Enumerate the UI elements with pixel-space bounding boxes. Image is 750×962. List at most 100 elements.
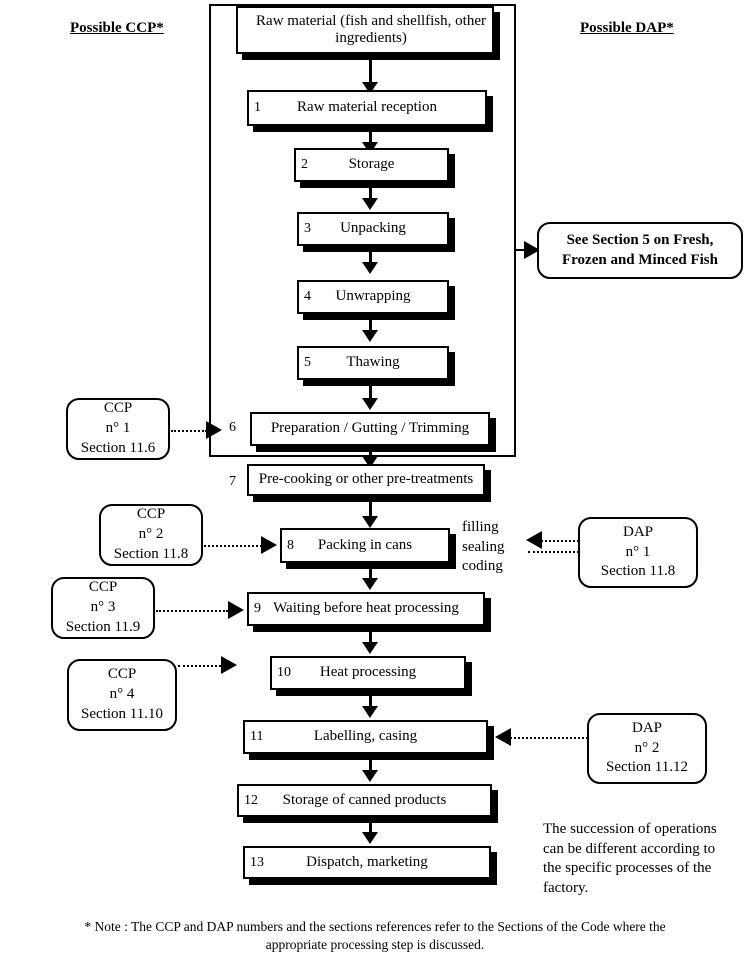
flow-box-step-4-number: 4: [304, 288, 311, 304]
dap-box-2[interactable]: DAP n° 2 Section 11.12: [587, 713, 707, 784]
ccp-box-1[interactable]: CCP n° 1 Section 11.6: [66, 398, 170, 460]
ccp-box-1-section: Section 11.6: [80, 439, 156, 456]
dap-box-2-section: Section 11.12: [606, 759, 688, 776]
flow-box-step-1-label: Raw material reception: [297, 99, 437, 116]
ccp-box-4[interactable]: CCP n° 4 Section 11.10: [67, 659, 177, 731]
arrow-ccp4-to-step10: [221, 656, 237, 674]
flow-box-raw-material-line1: Raw material (fish and shellfish, other: [256, 13, 486, 29]
flow-box-step-2-label: Storage: [348, 156, 395, 173]
connector-2-to-3: [369, 186, 372, 204]
link-container-to-see-section: [516, 249, 530, 251]
dap-box-1[interactable]: DAP n° 1 Section 11.8: [578, 517, 698, 588]
flow-box-step-7[interactable]: Pre-cooking or other pre-treatments: [247, 464, 485, 496]
arrow-dap1-to-packing: [526, 531, 542, 549]
flow-box-step-6-label: Preparation / Gutting / Trimming: [270, 420, 470, 437]
ccp-box-1-title: CCP: [103, 400, 133, 417]
connector-start-to-1: [369, 58, 372, 86]
flow-box-step-4[interactable]: 4 Unwrapping: [297, 280, 449, 314]
dap-box-1-title: DAP: [622, 523, 653, 540]
connector-3-to-4: [369, 250, 372, 268]
connector-4-to-5: [369, 318, 372, 336]
flow-box-step-4-label: Unwrapping: [335, 288, 411, 305]
dap-box-2-title: DAP: [631, 719, 662, 736]
footnote-line1: * Note : The CCP and DAP numbers and the…: [84, 919, 666, 934]
flow-box-step-2[interactable]: 2 Storage: [294, 148, 449, 182]
connector-8-to-9: [369, 567, 372, 585]
succession-note-line3: the specific processes of the: [543, 860, 712, 876]
flow-box-step-8-label: Packing in cans: [317, 536, 413, 553]
link-dap2-to-step11: [510, 737, 588, 739]
flow-box-step-1-number: 1: [254, 99, 261, 115]
arrow-3-to-4: [362, 262, 378, 274]
flow-box-step-6-number: 6: [229, 420, 236, 435]
flow-box-step-5-number: 5: [304, 354, 311, 370]
flow-box-step-7-number: 7: [229, 474, 236, 489]
ccp-box-4-title: CCP: [107, 666, 137, 683]
arrow-ccp1-to-step6: [206, 421, 222, 439]
footnote-line2: appropriate processing step is discussed…: [265, 937, 485, 953]
ccp-box-2-number: n° 2: [138, 526, 164, 543]
connector-1-to-2: [369, 130, 372, 148]
connector-10-to-11: [369, 694, 372, 712]
flow-box-step-12[interactable]: 12 Storage of canned products: [237, 784, 492, 817]
arrow-5-to-6: [362, 398, 378, 410]
succession-note-line4: factory.: [543, 879, 589, 896]
ccp-box-2-section: Section 11.8: [113, 545, 189, 562]
ccp-box-4-number: n° 4: [109, 686, 135, 703]
flow-box-step-3[interactable]: 3 Unpacking: [297, 212, 449, 246]
arrow-10-to-11: [362, 706, 378, 718]
flow-box-raw-material[interactable]: Raw material (fish and shellfish, other …: [236, 6, 494, 54]
arrow-4-to-5: [362, 330, 378, 342]
flow-box-step-11[interactable]: 11 Labelling, casing: [243, 720, 488, 754]
header-possible-ccp: Possible CCP*: [70, 20, 164, 36]
flow-box-step-5[interactable]: 5 Thawing: [297, 346, 449, 380]
flow-box-step-10-number: 10: [277, 664, 291, 680]
packing-annotation-filling: filling: [462, 519, 499, 535]
arrow-7-to-8: [362, 516, 378, 528]
flow-box-step-1[interactable]: 1 Raw material reception: [247, 90, 487, 126]
flow-box-step-11-number: 11: [250, 728, 264, 744]
packing-annotation-coding: coding: [462, 558, 503, 574]
footnote: * Note : The CCP and DAP numbers and the…: [0, 918, 750, 954]
see-section-5-box[interactable]: See Section 5 on Fresh, Frozen and Mince…: [537, 222, 743, 279]
flow-box-step-12-number: 12: [244, 792, 258, 808]
dap-box-1-number: n° 1: [625, 543, 651, 560]
ccp-box-2-title: CCP: [136, 506, 166, 523]
arrow-12-to-13: [362, 832, 378, 844]
flow-box-step-10-label: Heat processing: [319, 664, 417, 681]
flow-box-step-5-label: Thawing: [346, 354, 400, 371]
arrow-9-to-10: [362, 642, 378, 654]
arrow-dap2-to-step11: [495, 728, 511, 746]
flow-box-step-9-number: 9: [254, 600, 261, 616]
arrow-8-to-9: [362, 578, 378, 590]
connector-7-to-8: [369, 500, 372, 522]
ccp-box-1-number: n° 1: [105, 420, 131, 437]
connector-5-to-6: [369, 384, 372, 404]
dap-box-2-number: n° 2: [634, 739, 660, 756]
ccp-box-2[interactable]: CCP n° 2 Section 11.8: [99, 504, 203, 566]
flow-box-step-8-number: 8: [287, 537, 294, 553]
flow-box-step-6[interactable]: Preparation / Gutting / Trimming: [250, 412, 490, 446]
ccp-box-4-section: Section 11.10: [81, 705, 163, 722]
link-ccp2-to-step8: [204, 545, 262, 547]
link-dap1-to-packing-lower: [528, 551, 579, 553]
connector-12-to-13: [369, 821, 372, 837]
packing-annotations: filling sealing coding: [462, 518, 505, 577]
packing-annotation-sealing: sealing: [462, 538, 505, 555]
ccp-box-3[interactable]: CCP n° 3 Section 11.9: [51, 577, 155, 639]
flow-box-raw-material-line2: ingredients): [335, 30, 407, 47]
flow-box-step-2-number: 2: [301, 156, 308, 172]
connector-9-to-10: [369, 630, 372, 648]
flow-box-step-3-number: 3: [304, 220, 311, 236]
flow-box-step-3-label: Unpacking: [340, 220, 406, 237]
flow-box-step-9[interactable]: 9 Waiting before heat processing: [247, 592, 485, 626]
see-section-5-line2: Frozen and Minced Fish: [562, 251, 718, 268]
flow-box-step-10[interactable]: 10 Heat processing: [270, 656, 466, 690]
link-ccp1-to-step6: [171, 430, 207, 432]
header-possible-dap: Possible DAP*: [580, 20, 674, 36]
ccp-box-3-section: Section 11.9: [65, 618, 141, 635]
flow-box-step-13[interactable]: 13 Dispatch, marketing: [243, 846, 491, 879]
succession-note-line1: The succession of operations: [543, 821, 717, 837]
flow-box-step-8[interactable]: 8 Packing in cans: [280, 528, 450, 563]
flow-box-step-7-label: Pre-cooking or other pre-treatments: [258, 471, 474, 488]
